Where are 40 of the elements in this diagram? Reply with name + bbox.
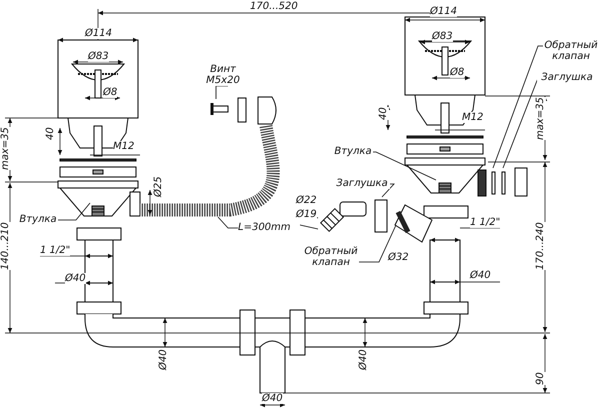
dimension-label: 140...210 (0, 222, 11, 270)
dimension-label: Ø114 (430, 6, 457, 17)
dimension-label: 1 1/2" (470, 217, 500, 228)
dimension-label: Ø8 (450, 67, 464, 78)
part-label: L=300mm (238, 222, 288, 233)
leader-line (358, 224, 396, 262)
dimension-label: Ø83 (88, 51, 109, 62)
dimension-label: Ø40 (358, 349, 369, 370)
dimension-label: M12 (462, 112, 484, 123)
dimension-label: Ø40 (262, 393, 283, 404)
part-label: Втулка (333, 146, 373, 157)
dimension-label: M12 (113, 141, 134, 152)
dimension-label: Ø22 (296, 195, 317, 206)
dimension-label: Ø40 (158, 349, 169, 370)
dimension-label: Ø40 (470, 270, 491, 281)
part-label: Обратный клапан (543, 40, 599, 62)
dimension-label: 170...240 (535, 222, 546, 270)
dimension-label: Ø19 (296, 209, 317, 220)
leader-line (502, 78, 539, 168)
part-label: Втулка (18, 214, 58, 225)
dimension-label: Ø8 (103, 87, 118, 98)
dimension-label: Ø40 (65, 273, 86, 284)
leader-line (382, 184, 395, 198)
dimension-label: 40 (45, 127, 56, 140)
leader-line (372, 152, 436, 180)
dimension-label: Ø25 (153, 176, 164, 197)
leader-line (218, 216, 238, 228)
dimension-label: max=35 (535, 97, 546, 140)
dimension-label: 170...520 (250, 1, 298, 12)
part-label: Обратный клапан (303, 246, 359, 268)
dimension-label: max=35 (0, 127, 11, 170)
leader-line (58, 202, 90, 220)
part-label: Заглушка (334, 178, 390, 189)
dimension-label: Ø32 (388, 252, 409, 263)
dimension-label: 1 1/2" (40, 245, 70, 256)
dimension-label: 90 (535, 372, 546, 385)
leader-line (492, 46, 544, 168)
dimension-label: 40 (378, 107, 389, 120)
dimension-label: Ø114 (85, 28, 112, 39)
dimension-label: Ø83 (432, 31, 453, 42)
